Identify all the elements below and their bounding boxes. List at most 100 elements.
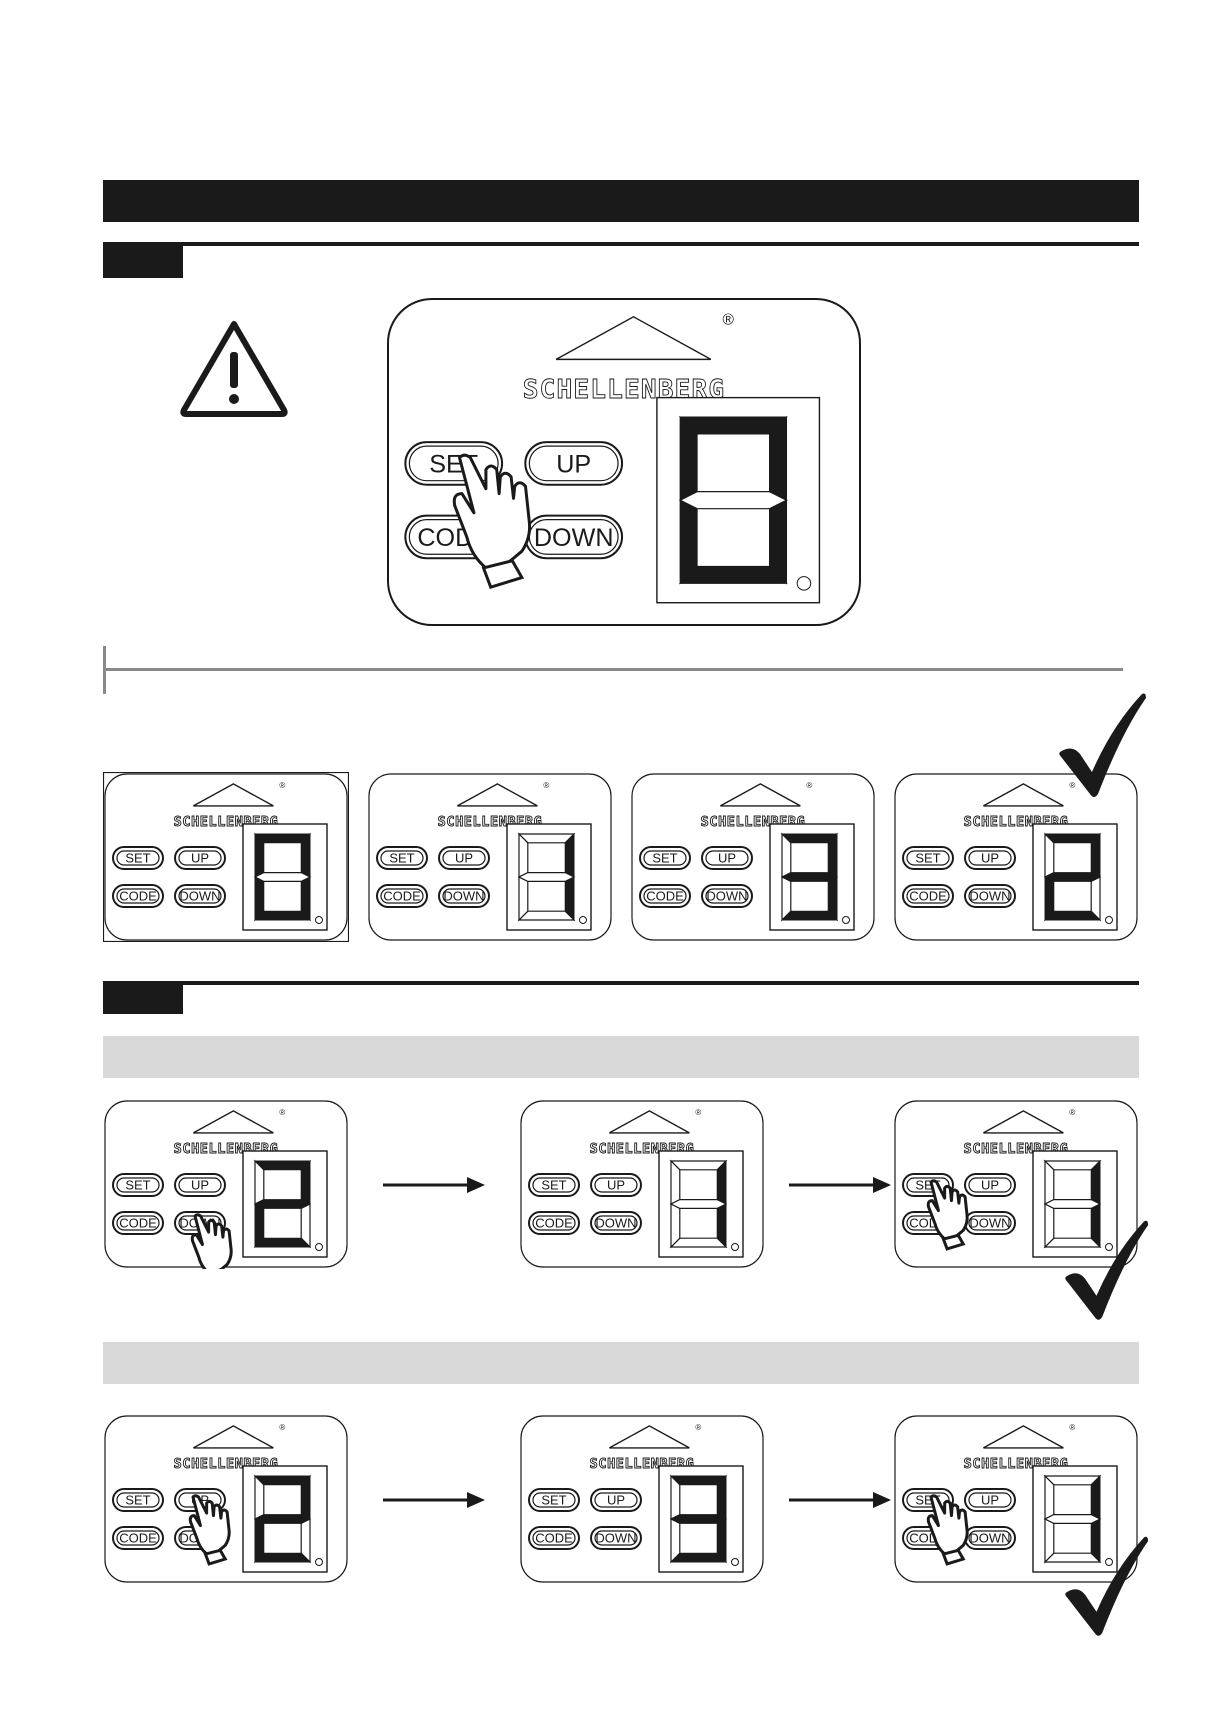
down-button[interactable]: DOWN (964, 1211, 1016, 1235)
down-button[interactable]: DOWN (701, 884, 753, 908)
up-button[interactable]: UP (174, 1173, 226, 1197)
registered-mark: ® (1069, 1108, 1075, 1117)
set-button[interactable]: SET (376, 846, 428, 870)
hand-pointer-icon (188, 1494, 231, 1566)
segment-g (669, 1198, 728, 1210)
down-button-label: DOWN (443, 889, 484, 904)
code-button[interactable]: CODE (528, 1211, 580, 1235)
arrow-right-icon (789, 1491, 891, 1509)
segment-g (253, 1514, 312, 1524)
up-button[interactable]: UP (701, 846, 753, 870)
down-button[interactable]: DOWN (524, 514, 624, 560)
set-button[interactable]: SET (112, 1488, 164, 1512)
registered-mark: ® (1069, 781, 1075, 790)
code-button[interactable]: CODE (528, 1526, 580, 1550)
registered-mark: ® (695, 1423, 701, 1432)
down-button[interactable]: DOWN (964, 884, 1016, 908)
up-button[interactable]: UP (524, 441, 624, 486)
registered-mark: ® (695, 1108, 701, 1117)
brand-logo-roof-icon (555, 316, 712, 361)
up-button[interactable]: UP (964, 1173, 1016, 1197)
down-button[interactable]: DOWN (964, 1526, 1016, 1550)
code-button[interactable]: CODE (639, 884, 691, 908)
seven-segment-digit (253, 1159, 312, 1249)
up-button-label: UP (607, 1178, 625, 1193)
set-button[interactable]: SET (112, 1173, 164, 1197)
set-button-label: SET (125, 1493, 150, 1508)
code-button[interactable]: CODE (376, 884, 428, 908)
down-button[interactable]: DOWN (590, 1526, 642, 1550)
brand-logo-roof-icon (609, 1425, 690, 1449)
seven-segment-digit (1043, 832, 1102, 922)
hand-pointer-icon (926, 1494, 969, 1566)
up-button[interactable]: UP (590, 1173, 642, 1197)
seven-segment-digit (253, 832, 312, 922)
up-button[interactable]: UP (438, 846, 490, 870)
up-button[interactable]: UP (590, 1488, 642, 1512)
brand-logo-roof-icon (193, 1110, 274, 1134)
code-button[interactable]: CODE (112, 884, 164, 908)
up-button[interactable]: UP (964, 1488, 1016, 1512)
set-button[interactable]: SET (528, 1488, 580, 1512)
code-button-label: CODE (383, 889, 421, 904)
seven-segment-digit (1043, 1474, 1102, 1564)
set-button[interactable]: SET (112, 846, 164, 870)
segment-g (780, 872, 839, 882)
arrow-right-icon (383, 1176, 485, 1194)
panel-frame (103, 772, 349, 942)
brand-logo-roof-icon (457, 783, 538, 807)
segment-a (678, 416, 788, 435)
code-button-label: CODE (119, 1531, 157, 1546)
set-button[interactable]: SET (528, 1173, 580, 1197)
down-button[interactable]: DOWN (174, 884, 226, 908)
code-button[interactable]: CODE (112, 1526, 164, 1550)
decimal-point (1105, 916, 1113, 924)
decimal-point (796, 576, 812, 591)
up-button-label: UP (981, 1178, 999, 1193)
code-button[interactable]: CODE (902, 884, 954, 908)
set-button-label: SET (125, 1178, 150, 1193)
segment-g (669, 1514, 728, 1524)
hand-pointer-icon (190, 1213, 233, 1269)
up-button-label: UP (718, 851, 736, 866)
decimal-point (1105, 1558, 1113, 1566)
arrow-right-icon (789, 1176, 891, 1194)
code-button[interactable]: CODE (112, 1211, 164, 1235)
seven-segment-digit (669, 1474, 728, 1564)
registered-mark: ® (1069, 1423, 1075, 1432)
brand-name: SCHELLENBERG (523, 375, 726, 405)
step-1-tag (103, 242, 183, 278)
set-button[interactable]: SET (902, 846, 954, 870)
set-button[interactable]: SET (639, 846, 691, 870)
registered-mark: ® (279, 1108, 285, 1117)
set-button-label: SET (652, 851, 677, 866)
hand-pointer-icon (452, 453, 532, 590)
up-button[interactable]: UP (174, 846, 226, 870)
seven-segment-digit (1043, 1159, 1102, 1249)
step-1-rule (103, 242, 1139, 246)
up-button[interactable]: UP (964, 846, 1016, 870)
down-button-label: DOWN (595, 1216, 636, 1231)
down-button-label: DOWN (534, 524, 614, 552)
seven-segment-digit (253, 1474, 312, 1564)
down-button[interactable]: DOWN (590, 1211, 642, 1235)
warning-triangle-icon (178, 318, 290, 418)
registered-mark: ® (279, 781, 285, 790)
section-header-bar (103, 180, 1139, 222)
set-button-label: SET (541, 1178, 566, 1193)
decimal-point (315, 916, 323, 924)
down-button[interactable]: DOWN (438, 884, 490, 908)
up-button-label: UP (191, 851, 209, 866)
hand-pointer-icon (926, 1179, 969, 1251)
brand-logo-roof-icon (983, 1110, 1064, 1134)
middle-divider (103, 646, 1123, 694)
segment-g (253, 1199, 312, 1209)
set-button-label: SET (389, 851, 414, 866)
decimal-point (731, 1558, 739, 1566)
decimal-point (842, 916, 850, 924)
decimal-point (315, 1243, 323, 1251)
